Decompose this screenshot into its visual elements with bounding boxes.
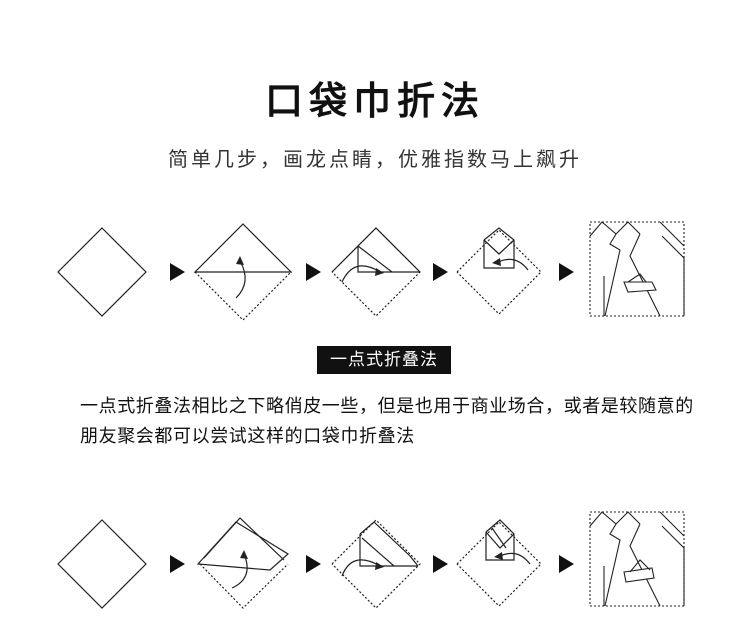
- section-description: 一点式折叠法相比之下略俏皮一些，但是也用于商业场合，或者是较随意的朋友聚会都可以…: [80, 396, 694, 447]
- section-badge: 一点式折叠法: [317, 346, 451, 374]
- fold-step-3: [331, 519, 421, 609]
- play-triangle-icon: [306, 263, 321, 281]
- fold-step-3: [331, 227, 421, 317]
- fold-step-4: [456, 519, 542, 607]
- curved-arrow-icon: [497, 258, 529, 271]
- fold-step-2: [193, 223, 293, 321]
- curved-arrow-icon: [341, 559, 381, 577]
- play-triangle-icon: [433, 555, 448, 573]
- fold-step-4: [456, 227, 542, 315]
- play-triangle-icon: [433, 263, 448, 281]
- play-triangle-icon: [170, 555, 185, 573]
- curved-arrow-icon: [499, 552, 531, 565]
- play-triangle-icon: [306, 555, 321, 573]
- play-triangle-icon: [559, 555, 574, 573]
- curved-arrow-icon: [341, 265, 381, 283]
- curved-arrow-icon: [231, 553, 248, 589]
- curved-arrow-icon: [235, 260, 246, 299]
- play-triangle-icon: [559, 263, 574, 281]
- play-triangle-icon: [170, 263, 185, 281]
- suit-jacket-icon: [589, 221, 685, 317]
- fold-step-1: [57, 227, 147, 317]
- fold-step-2: [196, 517, 290, 609]
- suit-jacket-icon: [589, 511, 685, 607]
- fold-steps-row-2: [57, 511, 685, 609]
- page-title: 口袋巾折法: [264, 79, 485, 123]
- page-subtitle: 简单几步，画龙点睛，优雅指数马上飙升: [168, 147, 582, 171]
- fold-step-1: [57, 519, 147, 609]
- fold-steps-row-1: [57, 221, 685, 321]
